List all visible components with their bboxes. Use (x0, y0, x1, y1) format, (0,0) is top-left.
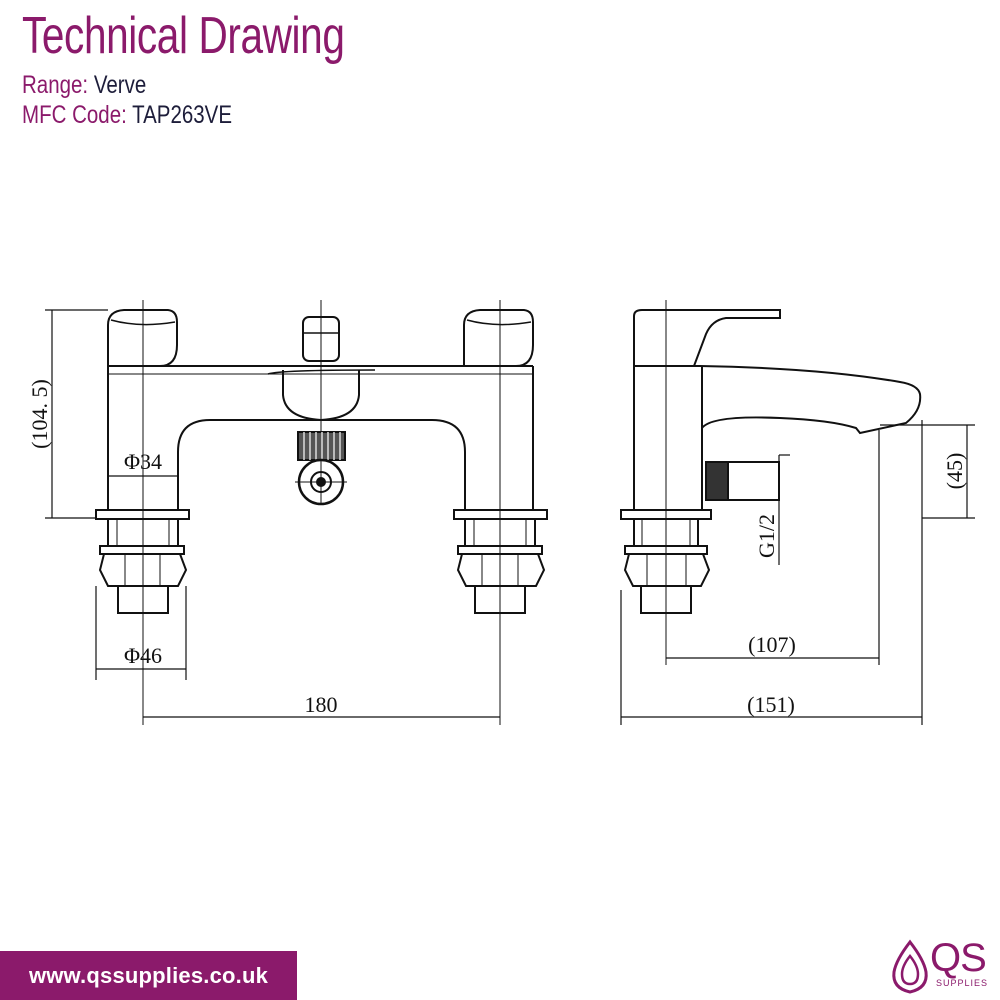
logo-subtext: SUPPLIES (936, 978, 989, 988)
header: Technical Drawing Range: Verve MFC Code:… (22, 10, 435, 129)
footer-url[interactable]: www.qssupplies.co.uk (28, 962, 269, 988)
dim-thread: G1/2 (754, 514, 779, 558)
right-handle (463, 309, 534, 367)
left-handle (107, 309, 178, 367)
side-dimensions (620, 420, 975, 725)
code-label: MFC Code: (22, 100, 127, 129)
code-line: MFC Code: TAP263VE (22, 100, 361, 130)
droplet-icon (892, 939, 928, 994)
right-fixing (453, 509, 548, 614)
front-centre-lines (142, 300, 501, 725)
dim-base-dia: Φ46 (124, 643, 162, 668)
front-view: (104. 5) Φ34 Φ46 180 (27, 300, 548, 725)
side-handle (633, 309, 781, 367)
handset-holder (705, 461, 729, 501)
dim-height: (104. 5) (27, 379, 52, 449)
page-title: Technical Drawing (22, 7, 345, 65)
side-view: (45) G1/2 (107) (151) (620, 300, 975, 725)
code-value: TAP263VE (132, 100, 233, 129)
range-line: Range: Verve (22, 71, 361, 100)
footer-url-bar[interactable]: www.qssupplies.co.uk (0, 951, 297, 1000)
side-fixing (620, 509, 712, 614)
range-label: Range: (22, 71, 89, 99)
logo-text: QS (930, 936, 987, 980)
diverter-knob (302, 316, 340, 362)
dim-spout-reach: (107) (748, 632, 796, 657)
dim-centres: 180 (305, 692, 338, 717)
dim-handset-height: (45) (942, 453, 967, 490)
left-fixing (95, 509, 190, 614)
dim-overall-depth: (151) (747, 692, 795, 717)
range-value: Verve (93, 71, 147, 99)
front-dimensions (45, 309, 500, 718)
qs-supplies-logo: QS SUPPLIES (888, 938, 993, 996)
dim-body-dia: Φ34 (124, 449, 162, 474)
side-body-spout (633, 365, 922, 511)
